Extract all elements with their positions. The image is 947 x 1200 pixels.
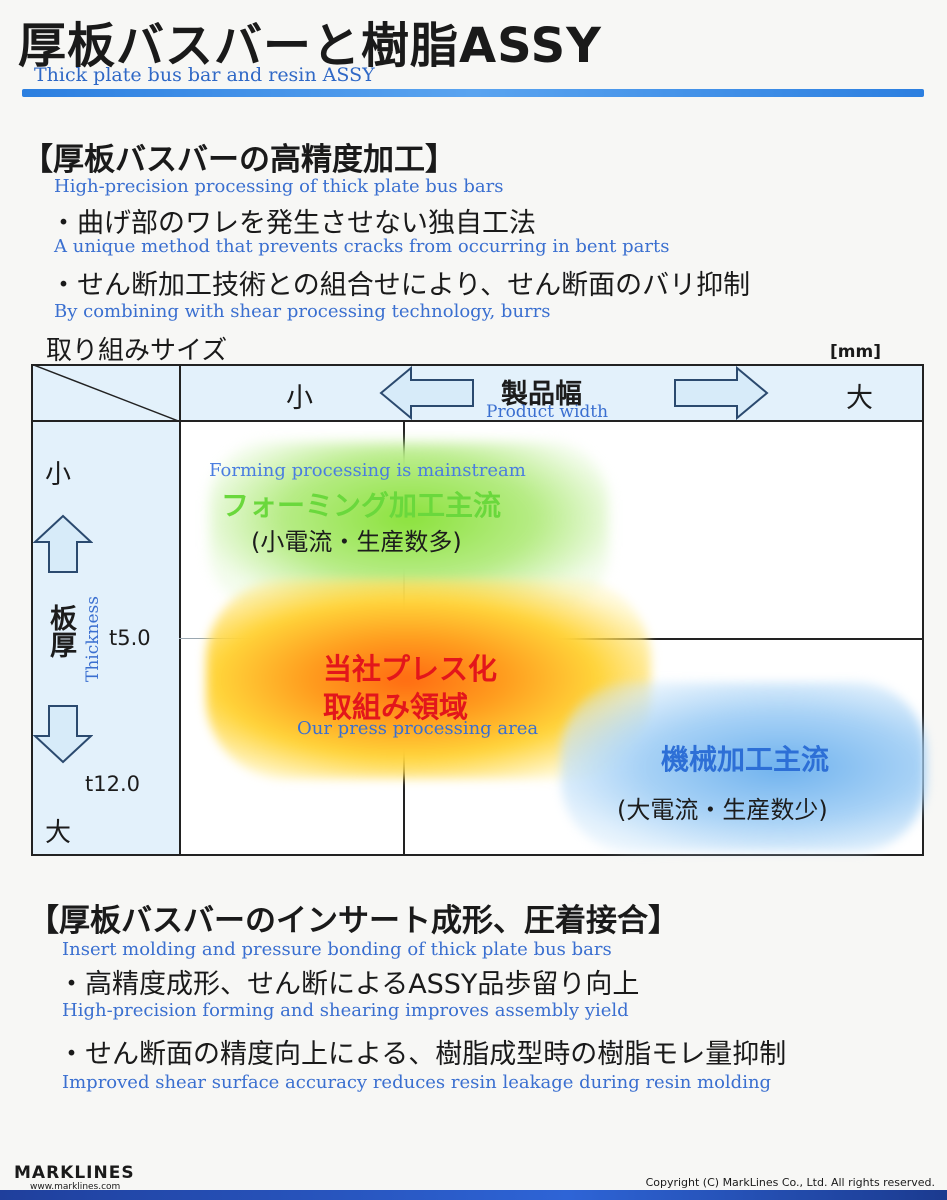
width-axis-title-english: Product width xyxy=(486,402,609,422)
width-axis-title: 製品幅 xyxy=(501,379,582,410)
width-large-label: 大 xyxy=(846,383,873,414)
section2-bullet-2: ・せん断面の精度向上による、樹脂成型時の樹脂モレ量抑制 xyxy=(58,1039,787,1070)
thickness-divider-right xyxy=(403,638,924,640)
section1-bullet-1-english: A unique method that prevents cracks fro… xyxy=(54,236,670,257)
section1-heading: 【厚板バスバーの高精度加工】 xyxy=(22,142,456,178)
machining-region-subtitle: (大電流・生産数少) xyxy=(617,796,828,824)
section1-bullet-2: ・せん断加工技術との組合せにより、せん断面のバリ抑制 xyxy=(50,270,751,301)
width-axis-header xyxy=(179,364,924,422)
forming-region-subtitle: (小電流・生産数多) xyxy=(251,528,462,556)
section1-heading-english: High-precision processing of thick plate… xyxy=(54,176,504,197)
press-region-title-line1: 当社プレス化 xyxy=(323,652,498,686)
title-divider xyxy=(22,89,924,97)
width-small-label: 小 xyxy=(286,383,313,414)
page-title-english: Thick plate bus bar and resin ASSY xyxy=(34,64,375,86)
thickness-axis-title: 板厚 xyxy=(45,604,76,658)
thickness-small-label: 小 xyxy=(45,460,72,490)
section2-heading: 【厚板バスバーのインサート成形、圧着接合】 xyxy=(28,903,679,939)
diagonal-line xyxy=(31,364,181,422)
thickness-axis-header xyxy=(31,420,181,856)
section2-bullet-1-english: High-precision forming and shearing impr… xyxy=(62,1000,629,1021)
section2-bullet-2-english: Improved shear surface accuracy reduces … xyxy=(62,1072,772,1093)
marklines-logo: MARKLINES xyxy=(14,1163,135,1183)
page-title: 厚板バスバーと樹脂ASSY xyxy=(18,18,602,74)
footer-bar xyxy=(0,1190,947,1200)
press-region-title-line2: 取組み領域 xyxy=(323,690,469,724)
section1-bullet-2-english: By combining with shear processing techn… xyxy=(54,301,551,322)
machining-region xyxy=(561,682,926,852)
forming-region-english: Forming processing is mainstream xyxy=(209,460,526,481)
forming-region-title: フォーミング加工主流 xyxy=(221,489,502,522)
arrow-down-icon xyxy=(33,705,93,764)
copyright-notice: Copyright (C) MarkLines Co., Ltd. All ri… xyxy=(645,1176,935,1189)
diagram-corner-cell xyxy=(31,364,181,422)
section1-bullet-1: ・曲げ部のワレを発生させない独自工法 xyxy=(50,208,536,239)
section2-heading-english: Insert molding and pressure bonding of t… xyxy=(62,939,612,960)
unit-label: [mm] xyxy=(830,342,881,362)
arrow-up-icon xyxy=(33,514,93,573)
arrow-right-icon xyxy=(674,366,769,420)
section2-bullet-1: ・高精度成形、せん断によるASSY品歩留り向上 xyxy=(58,969,640,1000)
size-range-label: 取り組みサイズ xyxy=(46,336,228,366)
size-range-diagram: 小 製品幅 Product width 大 小 板厚 Thickness t5.… xyxy=(31,364,926,856)
arrow-left-icon xyxy=(379,366,474,420)
thickness-t12-label: t12.0 xyxy=(85,772,140,796)
marklines-url: www.marklines.com xyxy=(30,1182,121,1192)
machining-region-title: 機械加工主流 xyxy=(661,743,830,776)
thickness-t5-label: t5.0 xyxy=(109,626,151,650)
thickness-large-label: 大 xyxy=(45,818,72,848)
press-region-english: Our press processing area xyxy=(297,718,539,739)
thickness-axis-title-english: Thickness xyxy=(83,596,103,683)
